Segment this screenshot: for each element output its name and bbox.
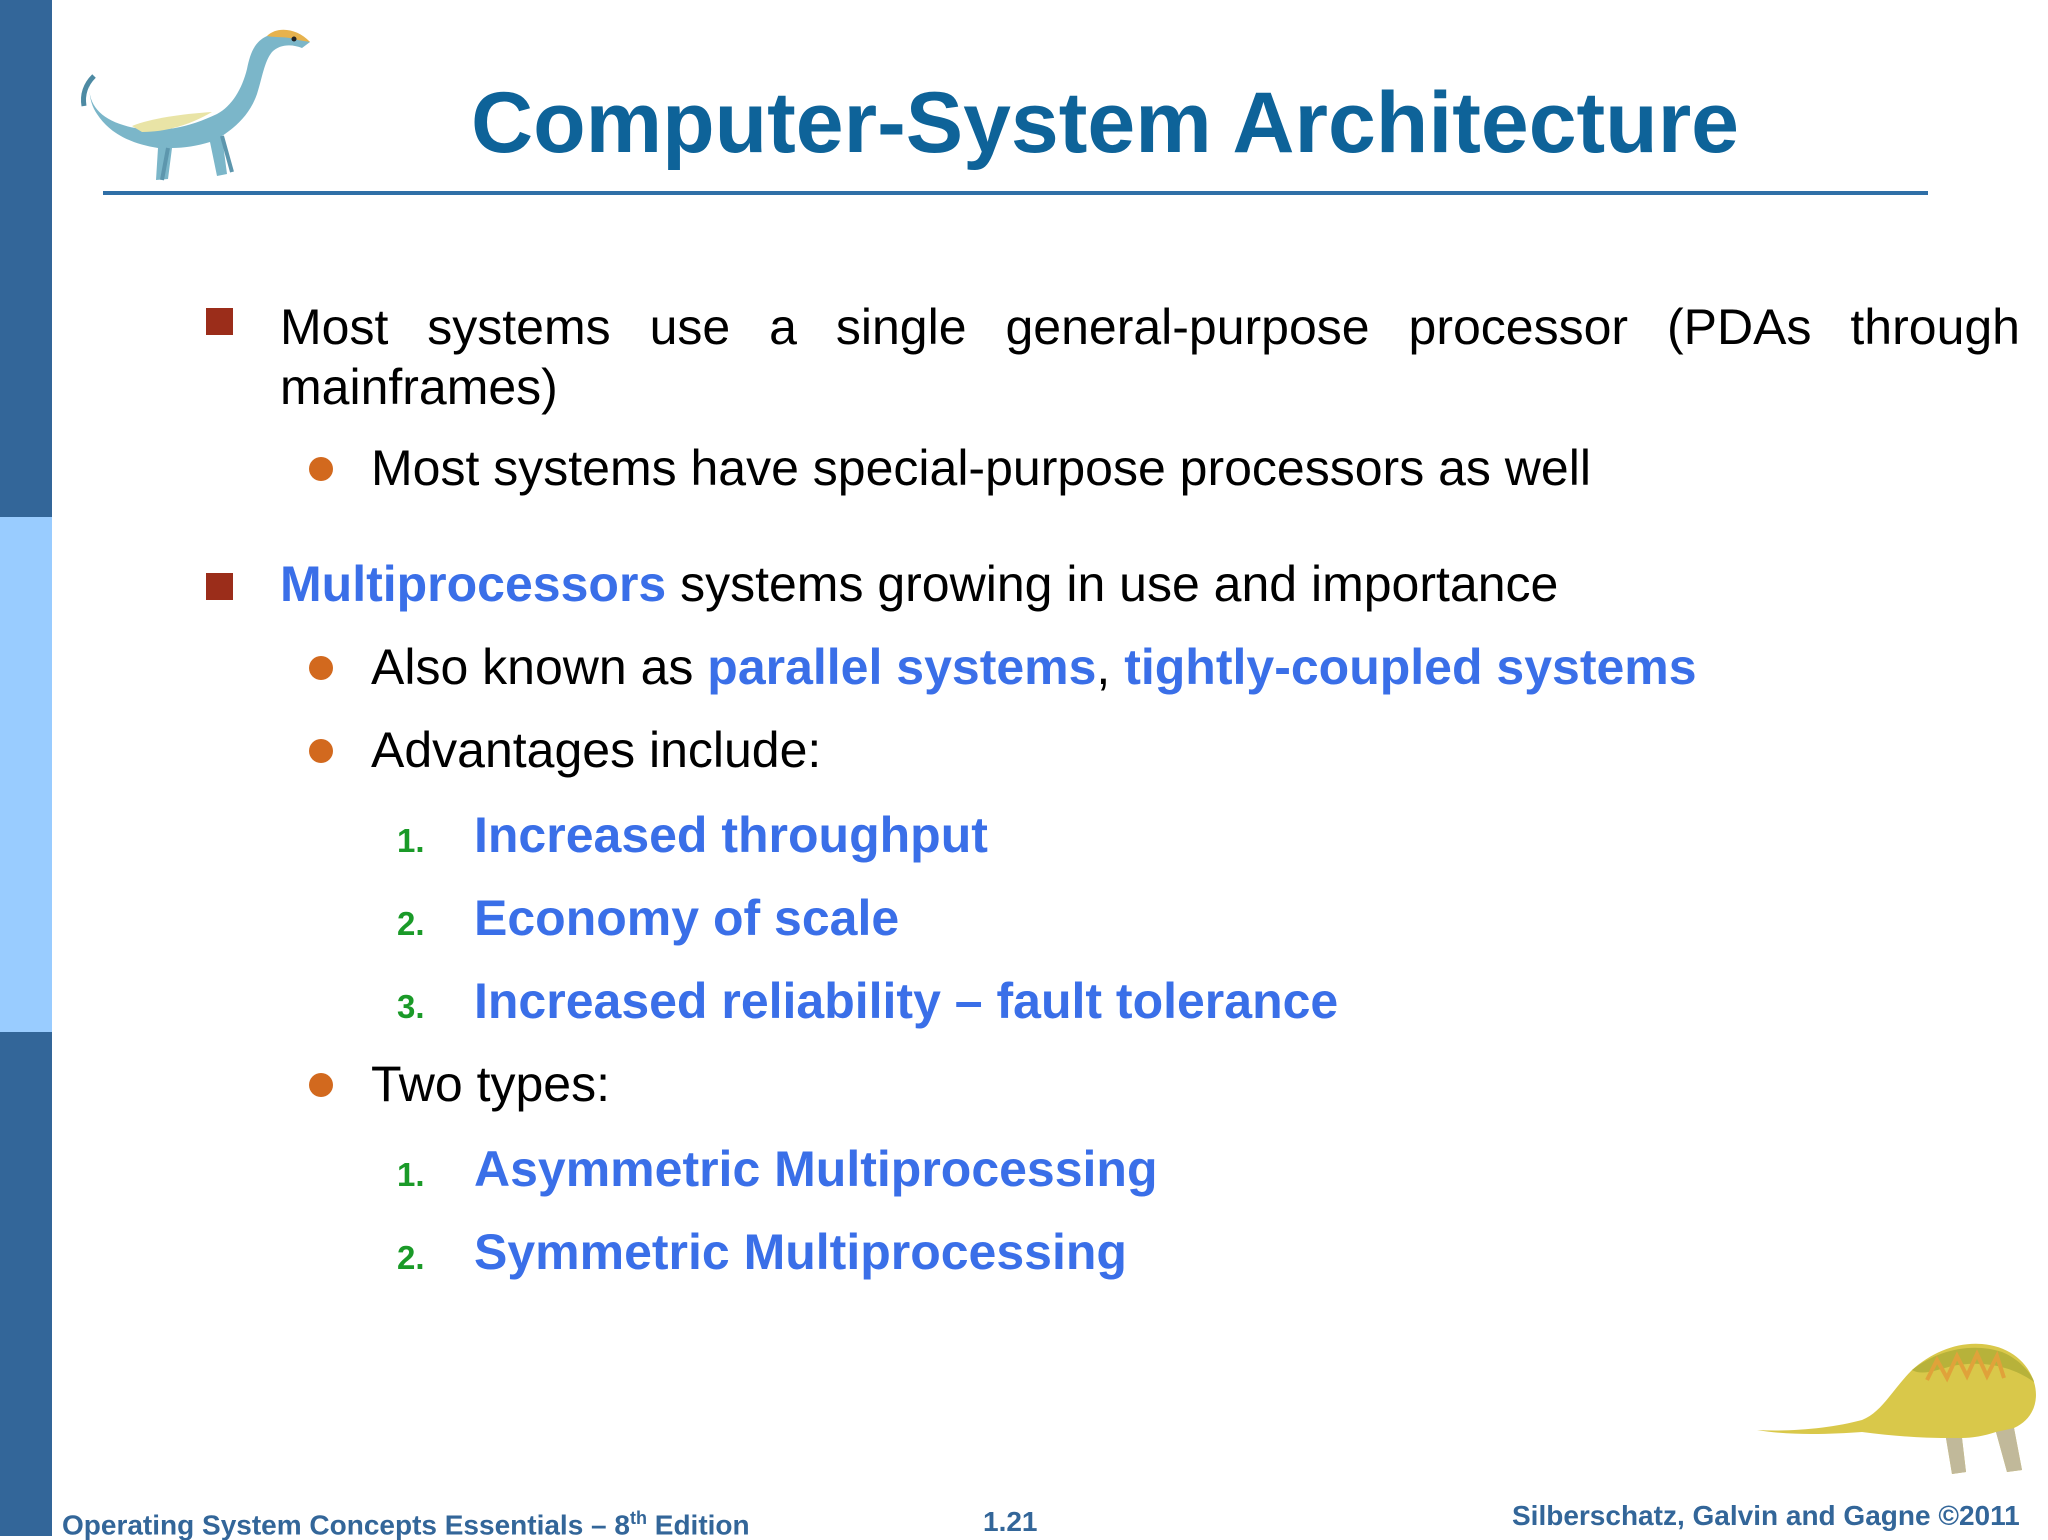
list-number: 2.	[397, 905, 425, 942]
multiprocessors-term: Multiprocessors	[280, 556, 667, 612]
types-label: Two types:	[371, 1056, 610, 1112]
known-as-separator: ,	[1096, 639, 1125, 695]
sidebar-stripe	[0, 0, 52, 1536]
footer-book-title: Operating System Concepts Essentials – 8…	[62, 1509, 750, 1539]
sidebar-stripe-middle	[0, 517, 52, 1032]
footer-book-title-suffix: Edition	[646, 1509, 750, 1540]
advantages-label: Advantages include:	[371, 722, 822, 778]
bullet-1-sub: Most systems have special-purpose proces…	[371, 440, 1591, 496]
tightly-coupled-term: tightly-coupled systems	[1124, 639, 1697, 695]
advantage-item: Increased throughput	[474, 807, 988, 863]
known-as-line: Also known as parallel systems, tightly-…	[371, 642, 1697, 692]
list-number: 3.	[397, 988, 425, 1025]
type-item: Symmetric Multiprocessing	[474, 1224, 1127, 1280]
list-number: 1.	[397, 1156, 425, 1193]
known-as-prefix: Also known as	[371, 639, 708, 695]
title-divider	[103, 191, 1928, 195]
advantage-item: Increased reliability – fault tolerance	[474, 973, 1339, 1029]
round-bullet-icon	[309, 656, 333, 680]
footer-authors: Silberschatz, Galvin and Gagne ©2011	[1512, 1500, 2020, 1531]
bullet-1-text: Most systems use a single general-purpos…	[280, 299, 2020, 415]
square-bullet-icon	[206, 308, 233, 335]
list-number: 1.	[397, 822, 425, 859]
dinosaur-icon	[81, 29, 310, 181]
footer-book-title-main: Operating System Concepts Essentials – 8	[62, 1509, 630, 1540]
page-number: 1.21	[983, 1506, 1038, 1537]
round-bullet-icon	[309, 457, 333, 481]
square-bullet-icon	[206, 573, 233, 600]
round-bullet-icon	[309, 739, 333, 763]
list-number: 2.	[397, 1239, 425, 1276]
round-bullet-icon	[309, 1073, 333, 1097]
bullet-2-rest: systems growing in use and importance	[666, 556, 1559, 612]
sidebar-stripe-top	[0, 0, 52, 517]
advantage-item: Economy of scale	[474, 890, 900, 946]
footer-superscript: th	[629, 1508, 647, 1528]
parallel-systems-term: parallel systems	[707, 639, 1097, 695]
sidebar-stripe-bottom	[0, 1032, 52, 1536]
type-item: Asymmetric Multiprocessing	[474, 1141, 1158, 1197]
bullet-2-text: Multiprocessors systems growing in use a…	[280, 559, 1558, 609]
page-title: Computer-System Architecture	[471, 75, 1739, 171]
dinosaur-icon	[1757, 1343, 2036, 1474]
